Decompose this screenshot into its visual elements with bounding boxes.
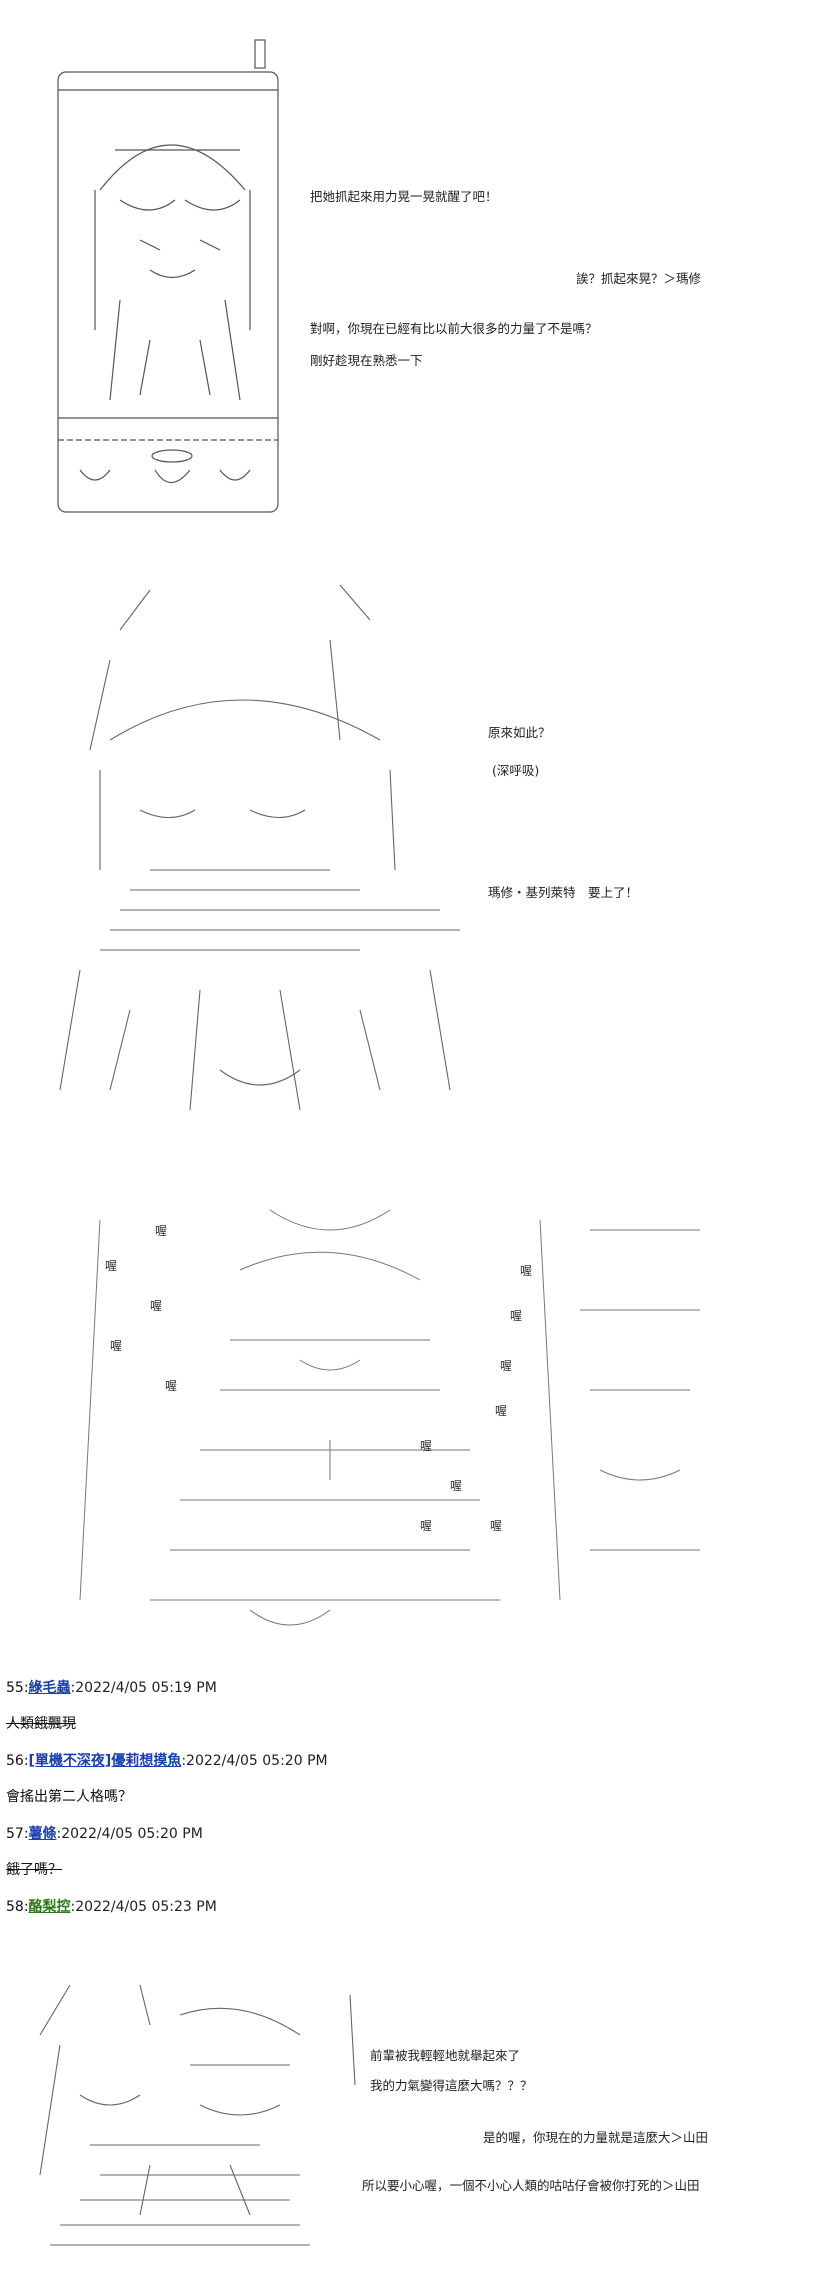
dialogue-line: (深呼吸) [492, 763, 540, 778]
character-ascii-art [0, 570, 470, 1130]
svg-text:喔: 喔 [450, 1479, 462, 1493]
dialogue-line: 瑪修・基列萊特 要上了！ [488, 885, 639, 900]
post-number: 58: [6, 1899, 29, 1915]
panel-3: 喔 喔 喔 喔 喔 喔 喔 喔 喔 喔 喔 喔 喔 [0, 1190, 830, 1660]
post-header: 56:[單機不深夜]優莉想摸魚:2022/4/05 05:20 PM [6, 1750, 826, 1772]
dialogue-line: 我的力氣變得這麼大嗎？？？ [370, 2078, 533, 2093]
post-author-link[interactable]: 綠毛蟲 [28, 1680, 71, 1696]
dialogue-line: 原來如此？ [488, 725, 551, 740]
post-number: 57: [6, 1826, 29, 1842]
post-date: :2022/4/05 05:20 PM [56, 1826, 203, 1842]
lifting-ascii-art [0, 1975, 370, 2260]
svg-text:喔: 喔 [155, 1224, 167, 1238]
svg-text:喔: 喔 [520, 1264, 532, 1278]
svg-text:喔: 喔 [490, 1519, 502, 1533]
post-author-link[interactable]: 薯條 [28, 1826, 57, 1842]
svg-text:喔: 喔 [510, 1309, 522, 1323]
dialogue-line: 是的喔，你現在的力量就是這麼大＞山田 [483, 2130, 709, 2145]
svg-text:喔: 喔 [165, 1379, 177, 1393]
post-author-link[interactable]: [單機不深夜]優莉想摸魚 [28, 1753, 182, 1769]
post-date: :2022/4/05 05:23 PM [70, 1899, 217, 1915]
svg-text:喔: 喔 [105, 1259, 117, 1273]
comment-thread: 55:綠毛蟲:2022/4/05 05:19 PM 人類餓飄現 56:[單機不深… [6, 1677, 826, 1918]
dialogue-line: 把她抓起來用力晃一晃就醒了吧！ [310, 189, 498, 204]
svg-text:喔: 喔 [420, 1439, 432, 1453]
post-body: 餓了嗎？ [6, 1862, 62, 1878]
svg-text:喔: 喔 [150, 1299, 162, 1313]
post-number: 56: [6, 1753, 29, 1769]
post-body: 人類餓飄現 [6, 1716, 76, 1732]
post-date: :2022/4/05 05:19 PM [70, 1680, 217, 1696]
shaking-ascii-art: 喔 喔 喔 喔 喔 喔 喔 喔 喔 喔 喔 喔 喔 [0, 1190, 720, 1650]
dialogue-line: 前輩被我輕輕地就舉起來了 [370, 2048, 521, 2063]
svg-text:喔: 喔 [500, 1359, 512, 1373]
phone-ascii-art [0, 0, 300, 530]
panel-2: 原來如此？ (深呼吸) 瑪修・基列萊特 要上了！ [0, 570, 830, 1150]
dialogue-line: 所以要小心喔，一個不小心人類的咕咕仔會被你打死的＞山田 [362, 2178, 700, 2193]
post-header: 58:酪梨控:2022/4/05 05:23 PM [6, 1896, 826, 1918]
svg-text:喔: 喔 [495, 1404, 507, 1418]
post-date: :2022/4/05 05:20 PM [181, 1753, 328, 1769]
post-body: 會搖出第二人格嗎？ [6, 1789, 132, 1805]
dialogue-line: 對啊，你現在已經有比以前大很多的力量了不是嗎？ [310, 321, 598, 336]
post-header: 55:綠毛蟲:2022/4/05 05:19 PM [6, 1677, 826, 1699]
post-author-link[interactable]: 酪梨控 [28, 1899, 71, 1915]
post-number: 55: [6, 1680, 29, 1696]
dialogue-line: 誒？抓起來晃？＞瑪修 [576, 271, 702, 286]
panel-4: 前輩被我輕輕地就舉起來了 我的力氣變得這麼大嗎？？？ 是的喔，你現在的力量就是這… [0, 1975, 830, 2265]
panel-1: 把她抓起來用力晃一晃就醒了吧！ 誒？抓起來晃？＞瑪修 對啊，你現在已經有比以前大… [0, 0, 830, 540]
svg-text:喔: 喔 [110, 1339, 122, 1353]
dialogue-line: 剛好趁現在熟悉一下 [310, 353, 423, 368]
post-header: 57:薯條:2022/4/05 05:20 PM [6, 1823, 826, 1845]
svg-text:喔: 喔 [420, 1519, 432, 1533]
